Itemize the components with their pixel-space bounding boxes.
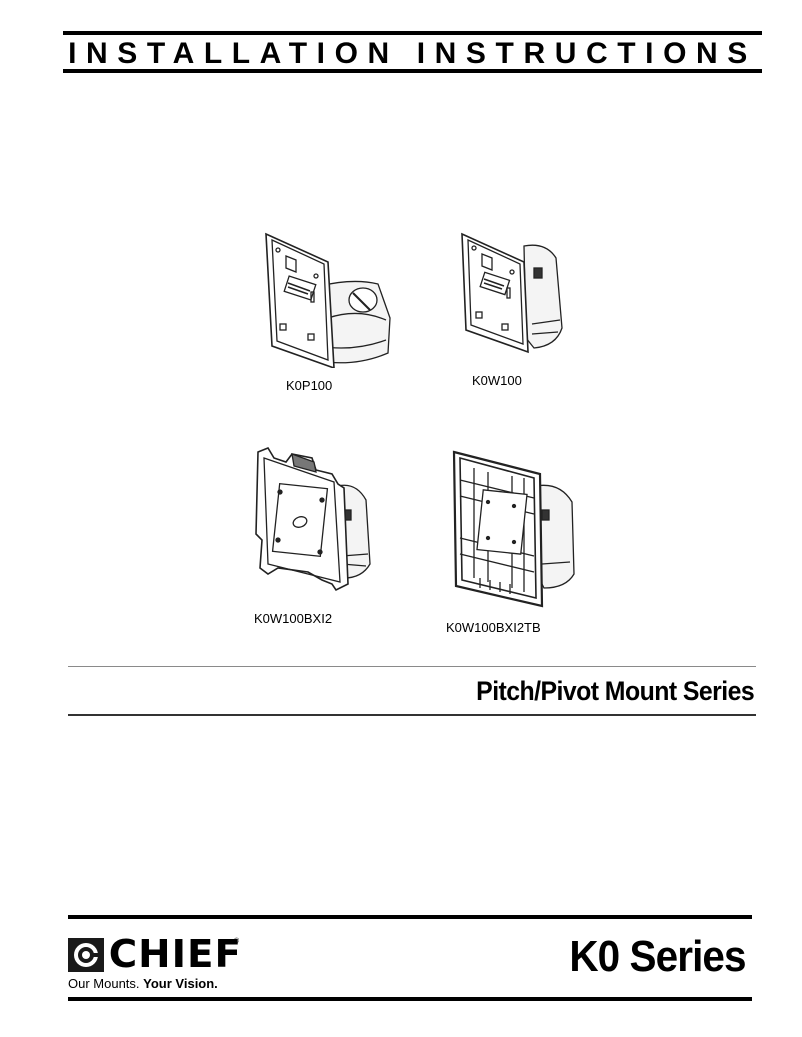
chief-logo-wordmark: CHIEF (108, 932, 243, 976)
tagline-regular: Our Mounts. (68, 976, 140, 991)
footer-bottom-rule (68, 997, 752, 1001)
product-series-title: K0 Series (569, 932, 747, 981)
wall-pivot-mount-icon (461, 232, 563, 354)
header-bottom-rule (63, 69, 762, 73)
subtitle-top-rule (68, 666, 756, 667)
subtitle-bottom-rule (68, 714, 756, 716)
document-title: INSTALLATION INSTRUCTIONS (68, 37, 757, 70)
product-k0w100bxi2tb-illustration (450, 446, 578, 608)
product-k0w100bxi2-illustration (252, 444, 372, 594)
tablet-frame-mount-icon (452, 450, 575, 608)
chief-logo-icon (68, 938, 104, 972)
chief-logo-mark (68, 938, 104, 977)
registered-mark: ® (234, 938, 240, 945)
product-label-k0w100bxi2tb: K0W100BXI2TB (446, 620, 541, 635)
pitch-pivot-mount-icon (265, 232, 391, 368)
product-k0w100-illustration (456, 228, 566, 358)
product-label-k0w100bxi2: K0W100BXI2 (254, 611, 333, 626)
header-top-rule (63, 31, 762, 35)
brand-tagline: Our Mounts. Your Vision. (68, 976, 218, 991)
product-label-k0w100: K0W100 (472, 373, 522, 388)
bracket-mount-icon (255, 447, 371, 592)
product-k0p100-illustration (258, 228, 398, 368)
product-label-k0p100: K0P100 (286, 378, 333, 393)
footer-top-rule (68, 915, 752, 919)
series-subtitle: Pitch/Pivot Mount Series (476, 676, 755, 706)
tagline-bold: Your Vision. (143, 976, 218, 991)
